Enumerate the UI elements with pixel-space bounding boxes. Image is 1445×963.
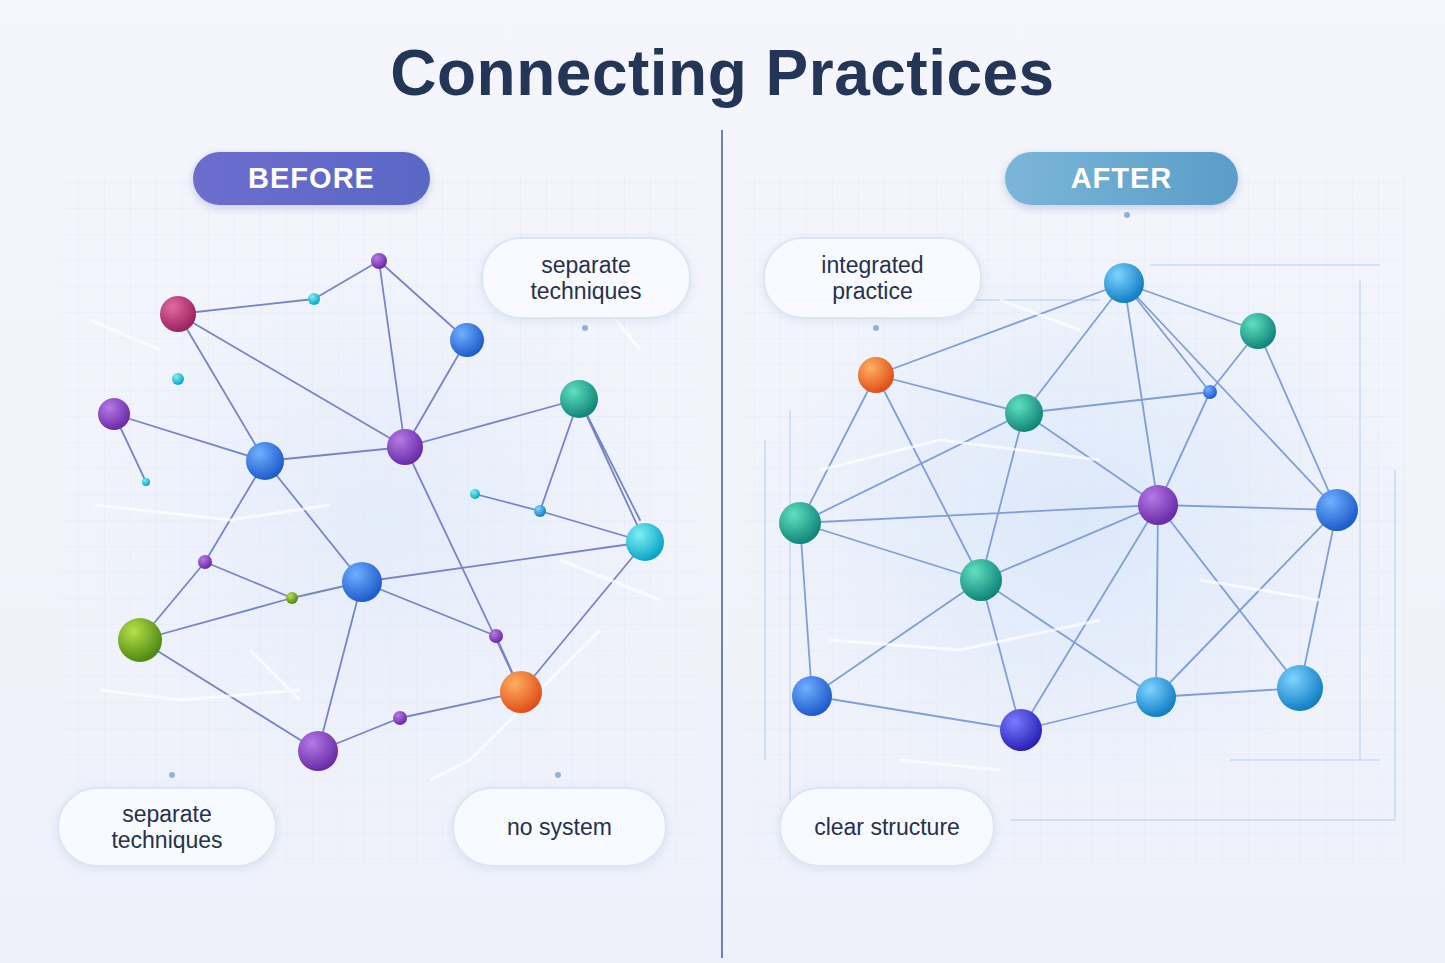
network-node xyxy=(298,731,338,771)
network-node xyxy=(160,296,196,332)
network-node xyxy=(1316,489,1358,531)
network-node xyxy=(470,489,480,499)
marker-dot xyxy=(169,772,175,778)
network-node xyxy=(450,323,484,357)
marker-dot xyxy=(582,325,588,331)
network-node xyxy=(960,559,1002,601)
network-node xyxy=(286,592,298,604)
node-text: AFTER xyxy=(1071,162,1173,195)
glow-strand xyxy=(820,300,1320,770)
network-node xyxy=(560,380,598,418)
network-node xyxy=(1136,677,1176,717)
callout-box: separate techniques xyxy=(481,237,691,319)
node-text: BEFORE xyxy=(248,162,375,195)
network-node xyxy=(1005,394,1043,432)
network-node xyxy=(308,293,320,305)
network-node xyxy=(1240,313,1276,349)
network-node xyxy=(489,629,503,643)
network-node xyxy=(500,671,542,713)
network-node xyxy=(1138,485,1178,525)
network-link xyxy=(114,261,645,751)
header-pill: BEFORE xyxy=(193,152,430,205)
network-node xyxy=(172,373,184,385)
network-node xyxy=(198,555,212,569)
network-node xyxy=(1203,385,1217,399)
node-text: integrated practice xyxy=(781,252,964,304)
node-text: separate techniques xyxy=(75,801,259,853)
network-node xyxy=(779,502,821,544)
network-node xyxy=(858,357,894,393)
structure-frame xyxy=(765,265,1395,820)
diagram-title: Connecting Practices xyxy=(0,34,1445,112)
callout-box: no system xyxy=(452,787,667,867)
divider-line xyxy=(721,130,723,958)
callout-box: clear structure xyxy=(779,787,995,867)
header-pill: AFTER xyxy=(1005,152,1238,205)
marker-dot xyxy=(1124,212,1130,218)
network-node xyxy=(142,478,150,486)
network-node xyxy=(1104,263,1144,303)
node-text: separate techniques xyxy=(499,252,673,304)
network-node xyxy=(1000,709,1042,751)
network-node xyxy=(534,505,546,517)
network-node xyxy=(118,618,162,662)
node-text: no system xyxy=(507,814,612,840)
node-text: clear structure xyxy=(814,814,960,840)
marker-dot xyxy=(555,772,561,778)
network-node xyxy=(387,429,423,465)
network-node xyxy=(98,398,130,430)
network-link xyxy=(800,283,1337,730)
glow xyxy=(750,240,1410,800)
grid-background xyxy=(60,175,700,865)
network-node xyxy=(371,253,387,269)
marker-dot xyxy=(873,325,879,331)
network-node xyxy=(792,676,832,716)
callout-box: integrated practice xyxy=(763,237,982,319)
network-node xyxy=(626,523,664,561)
glow xyxy=(80,240,680,800)
callout-box: separate techniques xyxy=(57,787,277,867)
network-node xyxy=(1277,665,1323,711)
network-node xyxy=(342,562,382,602)
network-node xyxy=(246,442,284,480)
glow-strand xyxy=(90,300,660,780)
network-node xyxy=(393,711,407,725)
